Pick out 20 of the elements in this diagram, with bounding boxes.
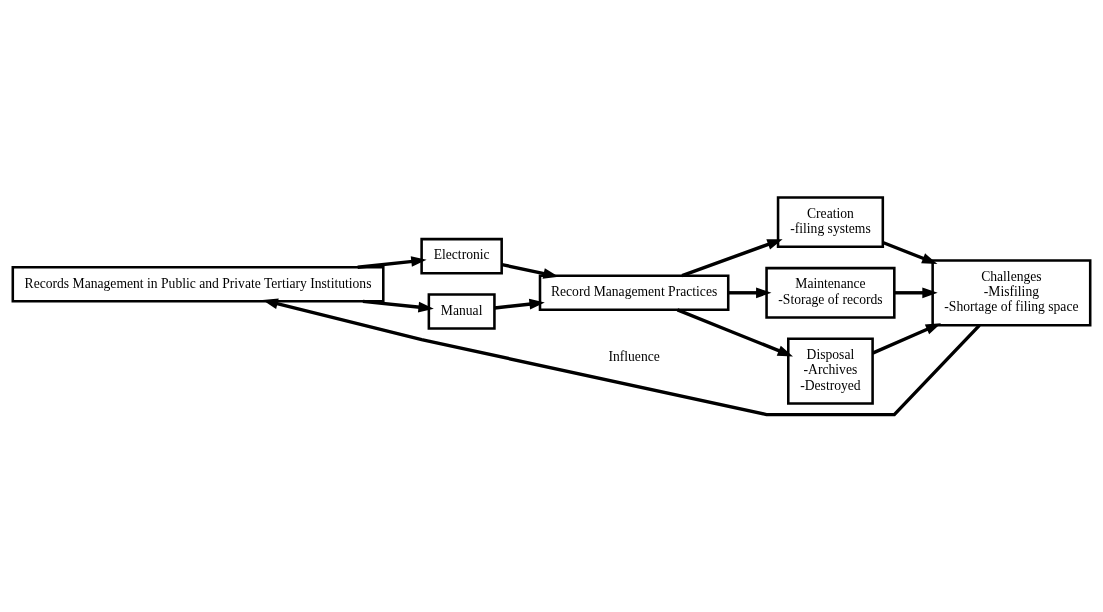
node-box: Records Management in Public and Private Tertiary Institutions <box>11 265 385 303</box>
arrow <box>357 256 427 269</box>
arrow <box>681 239 783 278</box>
arrow <box>894 287 938 299</box>
arrow <box>728 287 772 299</box>
node-box: Electronic <box>420 237 503 275</box>
arrow <box>362 299 434 313</box>
node-box: Disposal -Archives -Destroyed <box>787 337 874 405</box>
arrow <box>494 298 545 310</box>
arrow <box>501 262 559 279</box>
arrow <box>871 323 942 355</box>
arrow <box>262 298 981 417</box>
node-box: Record Management Practices <box>538 274 730 312</box>
node-box: Creation -filing systems <box>776 196 885 249</box>
arrow <box>882 240 938 264</box>
node-box: Maintenance -Storage of records <box>765 266 896 319</box>
node-box: Manual <box>427 293 496 330</box>
edge-label: Influence <box>608 348 660 364</box>
node-box: Challenges -Misfiling -Shortage of filing space <box>931 259 1092 327</box>
arrow <box>676 308 793 357</box>
